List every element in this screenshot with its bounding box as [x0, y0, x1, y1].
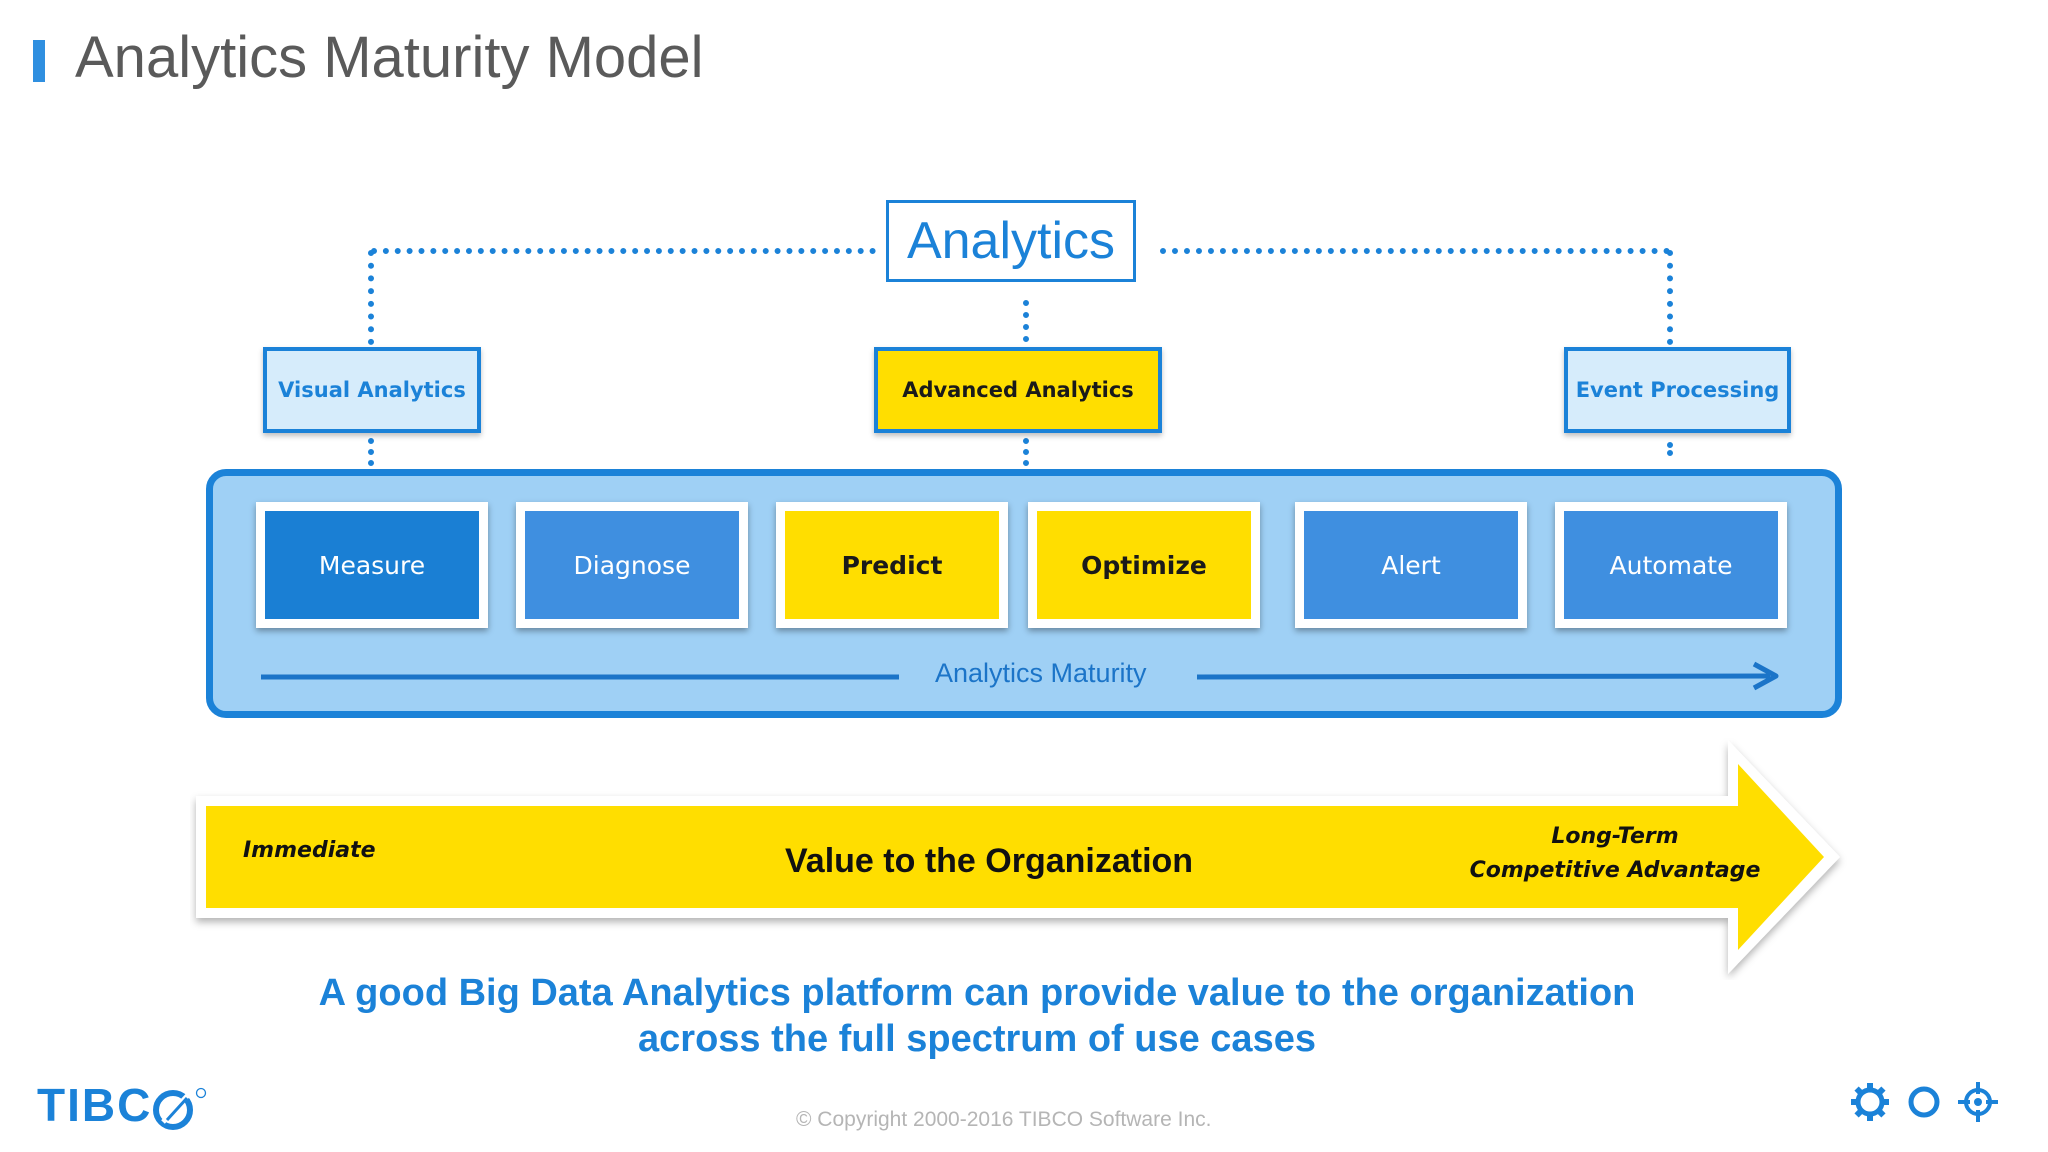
crosshair-icon — [1958, 1082, 1998, 1122]
category-visual-analytics: Visual Analytics — [263, 347, 481, 433]
stage-label: Predict — [785, 511, 999, 619]
value-end-label: Long-Term Competitive Advantage — [1460, 820, 1770, 888]
maturity-label: Analytics Maturity — [935, 658, 1147, 688]
connector-top-left — [371, 248, 876, 254]
value-end-line2: Competitive Advantage — [1469, 858, 1761, 883]
value-arrow — [196, 740, 1840, 974]
connector-visual-panel — [368, 438, 374, 466]
stage-measure: Measure — [256, 502, 488, 628]
category-advanced-analytics: Advanced Analytics — [874, 347, 1162, 433]
tibco-logo: TIBC — [37, 1080, 211, 1130]
value-start-label: Immediate — [243, 838, 376, 863]
stage-optimize: Optimize — [1028, 502, 1260, 628]
tagline: A good Big Data Analytics platform can p… — [224, 970, 1730, 1062]
value-center-label: Value to the Organization — [785, 842, 1194, 880]
title-accent-bar — [33, 40, 45, 82]
logo-mark-icon — [153, 1087, 207, 1130]
footer-icons — [1848, 1080, 2000, 1124]
connector-top-right — [1160, 248, 1670, 254]
tagline-line2: across the full spectrum of use cases — [638, 1018, 1316, 1060]
copyright-text: © Copyright 2000-2016 TIBCO Software Inc… — [796, 1108, 1212, 1131]
connector-event-panel — [1667, 442, 1673, 456]
connector-left-down — [368, 250, 374, 345]
stage-alert: Alert — [1295, 502, 1527, 628]
stage-diagnose: Diagnose — [516, 502, 748, 628]
stage-predict: Predict — [776, 502, 1008, 628]
gear-icon — [1851, 1083, 1889, 1121]
stage-label: Alert — [1304, 511, 1518, 619]
stage-label: Optimize — [1037, 511, 1251, 619]
analytics-root-box: Analytics — [886, 200, 1136, 282]
stage-label: Measure — [265, 511, 479, 619]
stage-label: Automate — [1564, 511, 1778, 619]
connector-right-down — [1667, 250, 1673, 345]
circle-icon — [1908, 1086, 1940, 1118]
page-title: Analytics Maturity Model — [75, 25, 704, 90]
connector-advanced-panel — [1023, 438, 1029, 466]
stage-automate: Automate — [1555, 502, 1787, 628]
stage-label: Diagnose — [525, 511, 739, 619]
category-event-processing: Event Processing — [1564, 347, 1791, 433]
connector-center-down — [1023, 300, 1029, 342]
tagline-line1: A good Big Data Analytics platform can p… — [318, 972, 1636, 1014]
value-end-line1: Long-Term — [1551, 824, 1679, 849]
logo-text: TIBC — [37, 1079, 153, 1131]
